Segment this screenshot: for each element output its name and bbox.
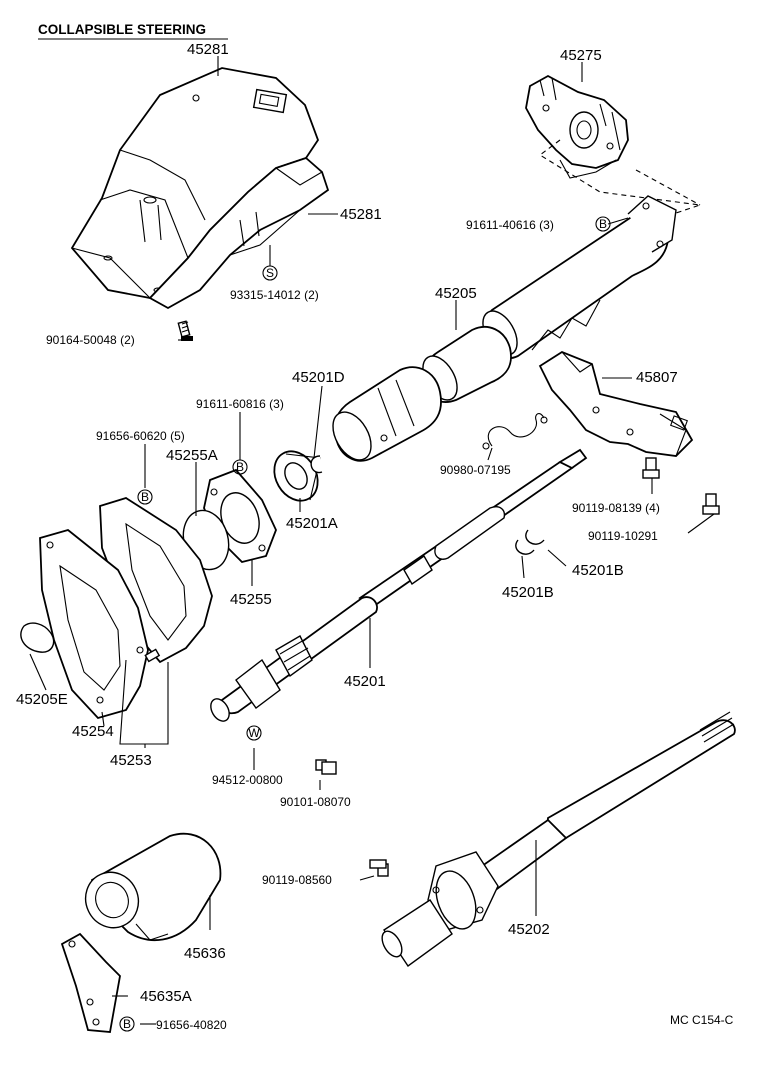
column-hole-cover-seal xyxy=(39,529,149,720)
symbol-s-text: S xyxy=(266,266,274,280)
column-bearing xyxy=(273,450,321,502)
leader-lines xyxy=(29,56,715,1025)
part-label-45255A: 45255A xyxy=(166,447,218,464)
part-label-93315-14012: 93315-14012 (2) xyxy=(230,288,319,302)
bolt-90119-08560 xyxy=(369,859,389,877)
main-steering-shaft xyxy=(210,448,588,722)
column-support-bracket xyxy=(525,74,629,179)
part-label-45201: 45201 xyxy=(344,673,386,690)
part-label-90119-08139: 90119-08139 (4) xyxy=(572,501,660,515)
snap-rings xyxy=(515,529,545,555)
diagram-title: COLLAPSIBLE STEERING xyxy=(38,22,228,40)
upper-column-cover xyxy=(70,67,320,299)
part-label-45205E: 45205E xyxy=(16,691,68,708)
symbol-b-text: B xyxy=(236,460,244,474)
bolt-90119-10291 xyxy=(702,493,720,515)
part-label-91611-60816: 91611-60816 (3) xyxy=(196,397,284,411)
part-label-45281-top: 45281 xyxy=(187,41,229,58)
symbol-b-text: B xyxy=(123,1017,131,1031)
upper-bearing-sleeve xyxy=(332,366,442,462)
symbol-b-91611-60816: B xyxy=(232,459,248,475)
part-label-45275: 45275 xyxy=(560,47,602,64)
small-cover-clip xyxy=(20,622,55,653)
part-label-45201D: 45201D xyxy=(292,369,345,386)
part-label-45636: 45636 xyxy=(184,945,226,962)
part-label-90101-08070: 90101-08070 xyxy=(280,795,351,809)
bearing-snap-ring xyxy=(310,455,323,474)
part-label-91656-40820: 91656-40820 xyxy=(156,1018,227,1032)
part-label-90119-10291: 90119-10291 xyxy=(588,529,658,543)
part-label-90980-07195: 90980-07195 xyxy=(440,463,511,477)
part-label-45807: 45807 xyxy=(636,369,678,386)
part-label-45635A: 45635A xyxy=(140,988,192,1005)
part-label-45202: 45202 xyxy=(508,921,550,938)
part-label-45201B-right: 45201B xyxy=(572,562,624,579)
lower-column-cover xyxy=(148,156,330,310)
title-text: COLLAPSIBLE STEERING xyxy=(38,22,206,37)
part-label-45201A: 45201A xyxy=(286,515,338,532)
part-label-45253: 45253 xyxy=(110,752,152,769)
screw-90164 xyxy=(177,320,193,341)
part-label-45255: 45255 xyxy=(230,591,272,608)
symbol-b-text: B xyxy=(141,490,149,504)
wire-harness-clip xyxy=(482,412,548,450)
bolt-90101-08070 xyxy=(315,759,337,775)
boot-retainer-bracket xyxy=(60,932,121,1033)
bracket-alignment-guide xyxy=(539,139,701,226)
part-label-90164-50048: 90164-50048 (2) xyxy=(46,333,135,347)
symbol-b-91656-40820: B xyxy=(119,1016,135,1032)
symbol-b-91656-60620: B xyxy=(137,489,153,505)
bolt-90119-08139 xyxy=(642,457,660,479)
symbol-s-93315: S xyxy=(262,265,278,281)
part-label-45205: 45205 xyxy=(435,285,477,302)
symbol-w-text: W xyxy=(248,726,260,740)
part-label-45281-side: 45281 xyxy=(340,206,382,223)
column-boot xyxy=(84,832,222,942)
part-label-45201B-left: 45201B xyxy=(502,584,554,601)
symbol-b-91611-40616: B xyxy=(595,216,611,232)
part-label-90119-08560: 90119-08560 xyxy=(262,873,332,887)
part-labels: 45281 45281 45275 91611-40616 (3) 93315-… xyxy=(16,41,734,1032)
part-label-91611-40616: 91611-40616 (3) xyxy=(466,218,554,232)
symbol-w-94512: W xyxy=(246,725,262,741)
column-lower-bracket xyxy=(538,350,694,457)
intermediate-shaft xyxy=(381,711,736,967)
part-label-94512-00800: 94512-00800 xyxy=(212,773,283,787)
footer-code: MC C154-C xyxy=(670,1013,734,1027)
bolt-45253 xyxy=(144,648,161,663)
part-label-45254: 45254 xyxy=(72,723,114,740)
symbol-b-text: B xyxy=(599,217,607,231)
part-label-91656-60620: 91656-60620 (5) xyxy=(96,429,185,443)
